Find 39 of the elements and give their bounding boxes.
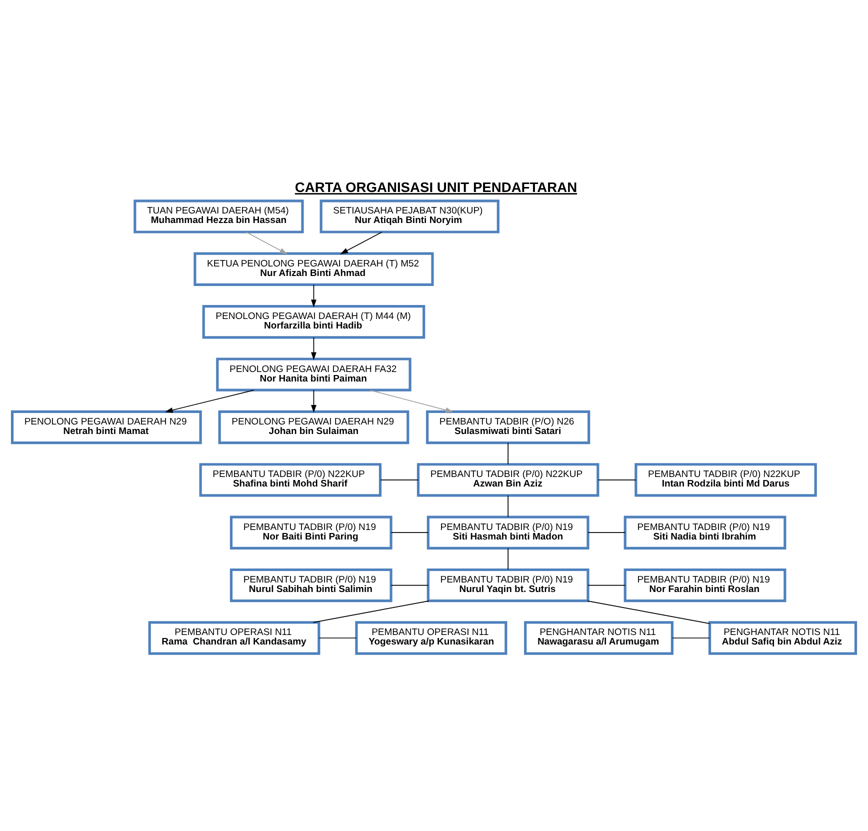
arrow [340, 231, 382, 254]
node-box: PEMBANTU OPERASI N11 Rama Chandran a/l Kandasamy [148, 620, 320, 654]
node-box: PEMBANTU TADBIR (P/0) N22KUP Azwan Bin Aziz [416, 462, 600, 496]
connector [588, 532, 626, 533]
node-box: PEMBANTU TADBIR (P/0) N22KUP Shafina binti Mohd Sharif [199, 462, 382, 496]
arrow [370, 389, 454, 412]
node-box: PEMBANTU TADBIR (P/0) N19 Nor Baiti Binti Paring [230, 515, 392, 549]
node-box: PENGHANTAR NOTIS N11 Nawagarasu a/l Arumugam [524, 620, 674, 654]
node-box: PEMBANTU TADBIR (P/0) N19 Nurul Yaqin bt. Sutris [426, 568, 590, 602]
node-box: PEMBANTU TADBIR (P/0) N19 Siti Hasmah binti Madon [426, 515, 590, 549]
connector [390, 532, 429, 533]
connector [318, 637, 357, 638]
diagram-title: CARTA ORGANISASI UNIT PENDAFTARAN [294, 178, 578, 195]
arrow [311, 389, 316, 412]
connector [587, 600, 710, 624]
node-box: TUAN PEGAWAI DAERAH (M54) Muhammad Hezza bin Hassan [134, 199, 304, 233]
node-box: PEMBANTU TADBIR (P/O) N26 Sulasmiwati binti Satari [426, 410, 590, 444]
node-box: PEMBANTU TADBIR (P/0) N19 Siti Nadia binti Ibrahim [624, 515, 786, 549]
node-box: PENOLONG PEGAWAI DAERAH N29 Johan bin Sulaiman [218, 410, 410, 444]
connector [312, 600, 430, 622]
connector [598, 478, 636, 480]
node-box: PENOLONG PEGAWAI DAERAH FA32 Nor Hanita binti Paiman [216, 357, 412, 391]
node-box: PEMBANTU TADBIR (P/0) N22KUP Intan Rodzila binti Md Darus [634, 462, 817, 496]
node-box: PEMBANTU TADBIR (P/0) N19 Nor Farahin binti Roslan [624, 568, 786, 602]
node-box: PENOLONG PEGAWAI DAERAH (T) M44 (M) Norfarzilla binti Hadib [202, 304, 426, 338]
node-box: SETIAUSAHA PEJABAT N30(KUP) Nur Atiqah Binti Noryim [320, 199, 500, 233]
node-box: PENGHANTAR NOTIS N11 Abdul Safiq bin Abdul Aziz [708, 620, 858, 654]
connector [390, 584, 429, 586]
arrow [246, 231, 288, 254]
node-box: KETUA PENOLONG PEGAWAI DAERAH (T) M52 Nur Afizah Binti Ahmad [194, 252, 434, 286]
arrow [311, 284, 316, 307]
connector [380, 478, 419, 480]
node-box: PEMBANTU OPERASI N11 Yogeswary a/p Kunasikaran [355, 620, 508, 654]
arrow [164, 389, 254, 412]
node-box: PEMBANTU TADBIR (P/0) N19 Nurul Sabihah binti Salimin [230, 568, 392, 602]
connector [588, 584, 626, 586]
node-box: PENOLONG PEGAWAI DAERAH N29 Netrah binti Mamat [10, 410, 202, 444]
arrow [311, 336, 316, 360]
connector [672, 637, 710, 638]
